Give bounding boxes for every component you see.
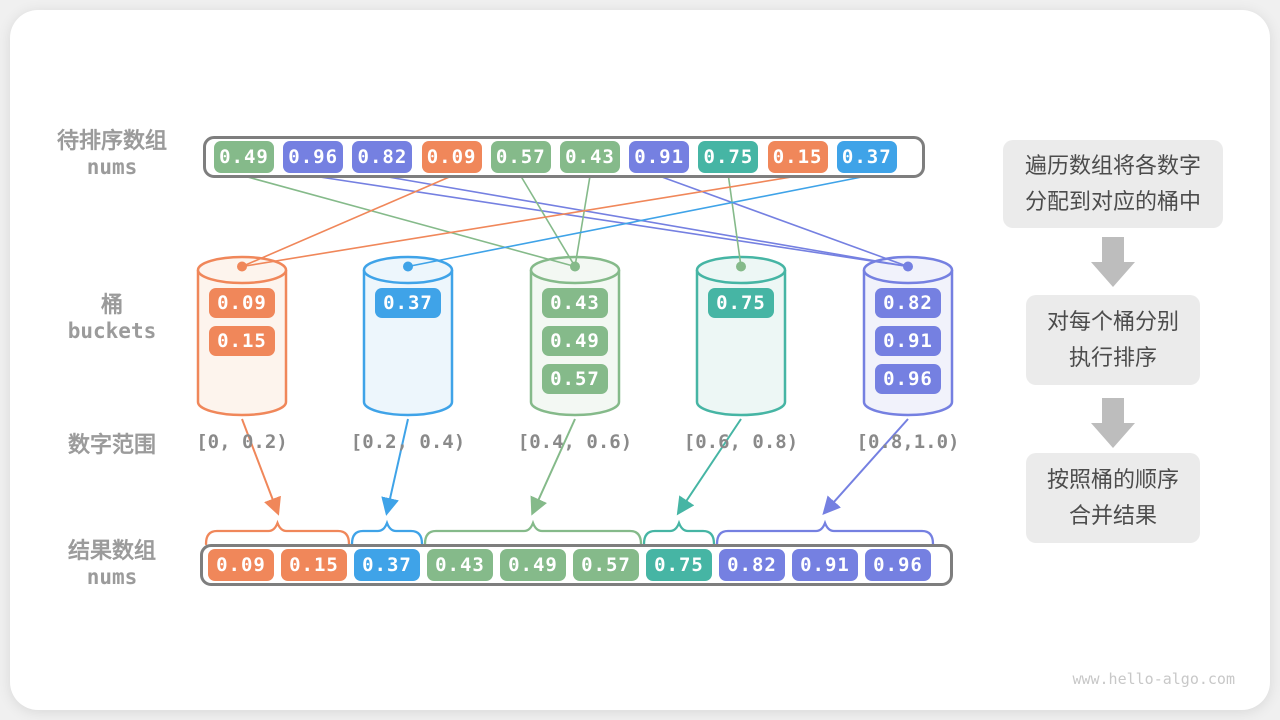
bucket-dot: [903, 261, 913, 272]
buckets-label: 桶 buckets: [27, 292, 197, 344]
merge-arrow: [676, 418, 742, 516]
result-array-label-cn: 结果数组: [67, 538, 156, 563]
group-brace: [350, 519, 424, 546]
source-array-label-nums: nums: [86, 155, 138, 179]
assignment-line: [243, 175, 576, 268]
array-cell: 0.43: [427, 549, 493, 581]
flow-arrow-icon: [1091, 398, 1135, 448]
step1-line2: 分配到对应的桶中: [1024, 189, 1201, 214]
assignment-line: [382, 175, 909, 268]
assignment-line: [313, 175, 909, 268]
bucket-value-chip: 0.91: [875, 326, 941, 356]
source-array-label-cn: 待排序数组: [56, 128, 167, 153]
bucket-range: [0.2, 0.4): [350, 431, 466, 453]
flow-arrow-icon: [1091, 237, 1135, 287]
step1-line1: 遍历数组将各数字: [1024, 153, 1201, 178]
array-cell: 0.15: [281, 549, 347, 581]
group-brace: [715, 519, 935, 546]
merge-arrow: [822, 418, 909, 515]
assignment-line: [241, 175, 798, 268]
assignment-line: [727, 175, 742, 267]
array-cell: 0.49: [500, 549, 566, 581]
bucket-value-chip: 0.57: [542, 364, 608, 394]
step2-line1: 对每个桶分别: [1046, 309, 1179, 334]
step-box-merge: 按照桶的顺序 合并结果: [1026, 453, 1200, 543]
bucket-range: [0, 0.2): [196, 431, 288, 453]
array-cell: 0.49: [214, 141, 274, 173]
array-cell: 0.91: [792, 549, 858, 581]
merge-arrow: [241, 418, 281, 516]
watermark: www.hello-algo.com: [1072, 670, 1235, 688]
array-cell: 0.43: [560, 141, 620, 173]
source-array-label: 待排序数组 nums: [27, 128, 197, 180]
step3-line2: 合并结果: [1068, 503, 1157, 528]
array-cell: 0.75: [698, 141, 759, 173]
bucket-dot: [736, 261, 746, 272]
bucket-range: [0.4, 0.6): [517, 431, 633, 453]
bucket-value-chip: 0.43: [542, 288, 608, 318]
bucket-range: [0.6, 0.8): [683, 431, 799, 453]
bucket-value-chip: 0.49: [542, 326, 608, 356]
array-cell: 0.91: [629, 141, 690, 173]
result-array-label-nums: nums: [86, 565, 138, 589]
bucket-value-chip: 0.75: [708, 288, 774, 318]
step2-line2: 执行排序: [1068, 345, 1157, 370]
array-cell: 0.15: [767, 141, 828, 173]
group-brace: [642, 519, 716, 546]
array-cell: 0.75: [646, 549, 712, 581]
array-cell: 0.96: [865, 549, 931, 581]
array-cell: 0.37: [354, 549, 420, 581]
merge-arrow: [381, 418, 409, 516]
array-cell: 0.57: [573, 549, 639, 581]
bucket-dot: [570, 261, 580, 272]
bucket-value-chip: 0.15: [209, 326, 275, 356]
assignment-line: [658, 175, 909, 268]
range-label-cn: 数字范围: [67, 432, 156, 457]
step-box-sort: 对每个桶分别 执行排序: [1026, 295, 1200, 385]
group-brace: [423, 519, 643, 546]
bucket-value-chip: 0.37: [375, 288, 441, 318]
merge-arrow: [530, 418, 576, 516]
assignment-line: [241, 175, 452, 268]
array-cell: 0.82: [719, 549, 785, 581]
step3-line1: 按照桶的顺序: [1046, 467, 1179, 492]
array-cell: 0.82: [352, 141, 413, 173]
bucket-dot: [237, 261, 247, 272]
buckets-label-word: buckets: [67, 319, 157, 343]
array-cell: 0.09: [421, 141, 482, 173]
bucket-value-chip: 0.96: [875, 364, 941, 394]
range-label: 数字范围: [27, 432, 197, 458]
bucket-dot: [403, 261, 413, 272]
assignment-line: [574, 175, 591, 267]
bucket-value-chip: 0.82: [875, 288, 941, 318]
array-cell: 0.09: [208, 549, 274, 581]
result-array-label: 结果数组 nums: [27, 538, 197, 590]
step-box-distribute: 遍历数组将各数字 分配到对应的桶中: [1003, 140, 1223, 228]
array-cell: 0.37: [836, 141, 897, 173]
assignment-line: [520, 175, 576, 267]
group-brace: [204, 519, 351, 546]
array-cell: 0.57: [490, 141, 551, 173]
array-cell: 0.96: [283, 141, 344, 173]
bucket-value-chip: 0.09: [209, 288, 275, 318]
assignment-line: [407, 175, 867, 268]
buckets-label-cn: 桶: [100, 292, 123, 317]
bucket-range: [0.8,1.0): [856, 431, 960, 453]
